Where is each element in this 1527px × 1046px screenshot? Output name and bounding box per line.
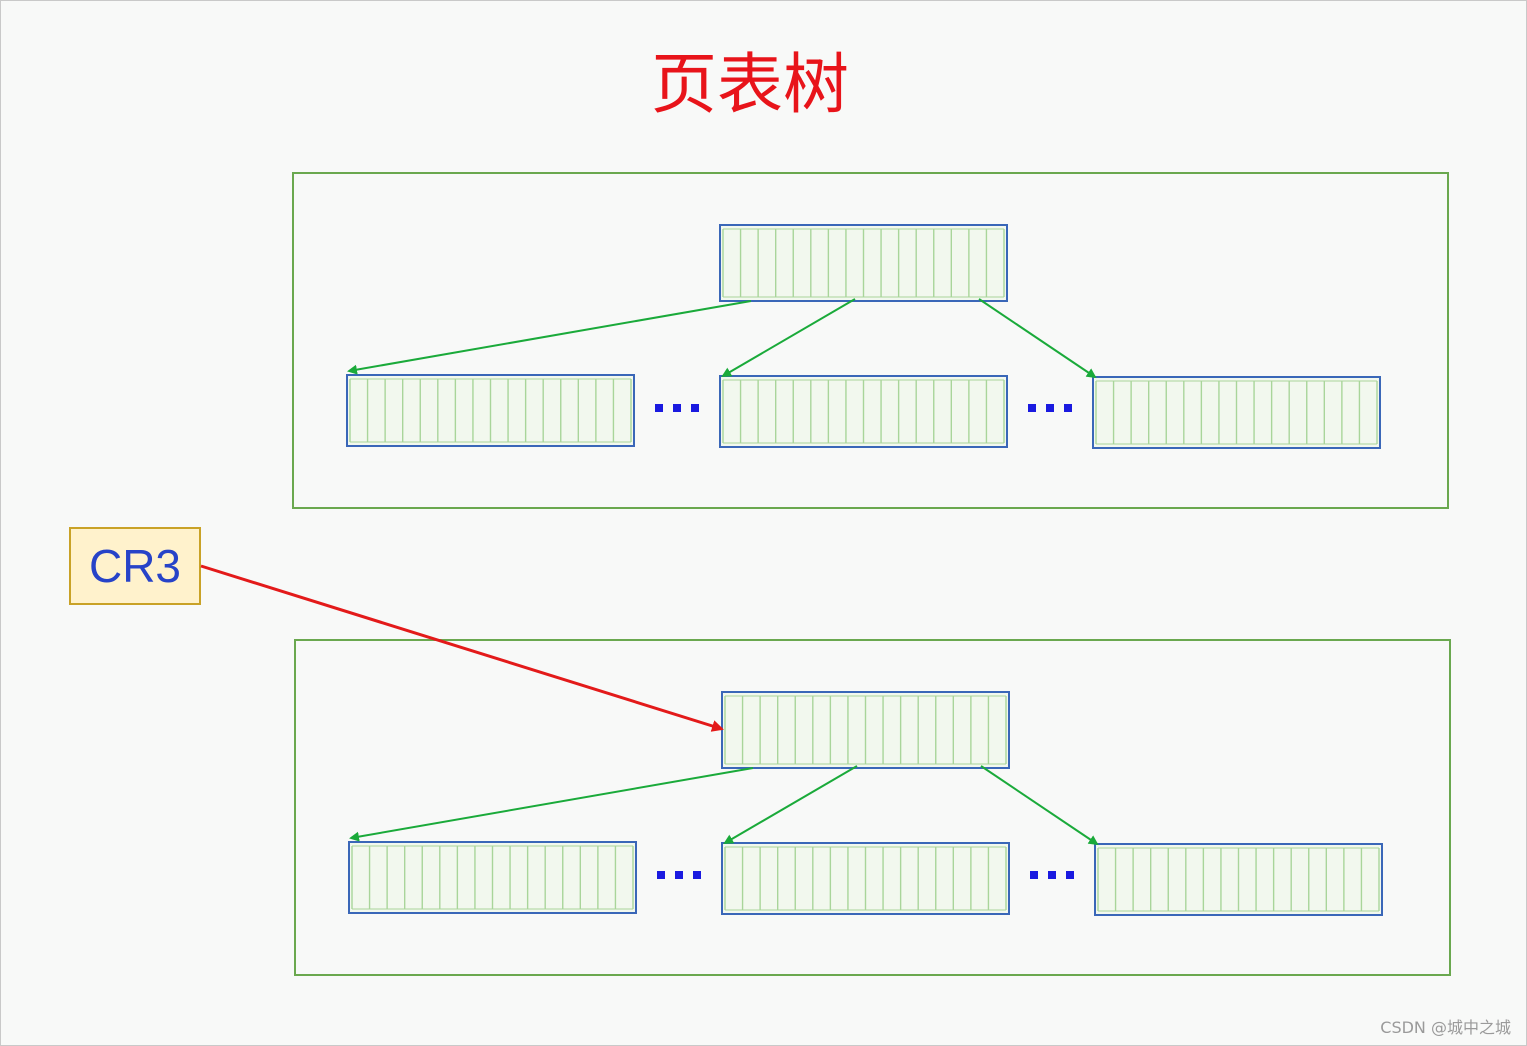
ellipsis-dot xyxy=(1028,404,1036,412)
ellipsis-dots xyxy=(1030,871,1074,879)
child-page-table-left xyxy=(346,374,635,447)
ellipsis-dot xyxy=(691,404,699,412)
cr3-box xyxy=(69,527,201,605)
child-pointer-arrow xyxy=(723,765,858,845)
child-pointer-arrow xyxy=(347,300,752,375)
child-page-table-middle xyxy=(719,375,1008,448)
child-pointer-arrow xyxy=(721,298,856,378)
page-table-tree-1 xyxy=(292,172,1449,509)
ellipsis-dots xyxy=(657,871,701,879)
child-pointer-arrow xyxy=(349,767,754,842)
ellipsis-dot xyxy=(1066,871,1074,879)
ellipsis-dot xyxy=(1046,404,1054,412)
child-page-table-left xyxy=(348,841,637,914)
ellipsis-dot xyxy=(673,404,681,412)
tree-container xyxy=(292,172,1449,509)
ellipsis-dot xyxy=(657,871,665,879)
ellipsis-dot xyxy=(655,404,663,412)
tree-container xyxy=(294,639,1451,976)
child-pointer-arrow xyxy=(978,298,1097,379)
ellipsis-dot xyxy=(1064,404,1072,412)
watermark: CSDN @城中之城 xyxy=(1380,1018,1511,1037)
root-page-table xyxy=(719,224,1008,302)
cr3-pointer-arrow xyxy=(200,564,724,732)
child-page-table-right xyxy=(1092,376,1381,449)
ellipsis-dot xyxy=(675,871,683,879)
ellipsis-dot xyxy=(1030,871,1038,879)
ellipsis-dots xyxy=(655,404,699,412)
cr3-label: CR3 xyxy=(89,540,181,592)
ellipsis-dots xyxy=(1028,404,1072,412)
page-table-tree-2 xyxy=(294,639,1451,976)
root-page-table xyxy=(721,691,1010,769)
child-page-table-middle xyxy=(721,842,1010,915)
cr3-register: CR3 xyxy=(69,527,201,605)
child-pointer-arrow xyxy=(980,765,1099,846)
child-page-table-right xyxy=(1094,843,1383,916)
ellipsis-dot xyxy=(693,871,701,879)
ellipsis-dot xyxy=(1048,871,1056,879)
diagram-title: 页表树 xyxy=(651,46,849,123)
